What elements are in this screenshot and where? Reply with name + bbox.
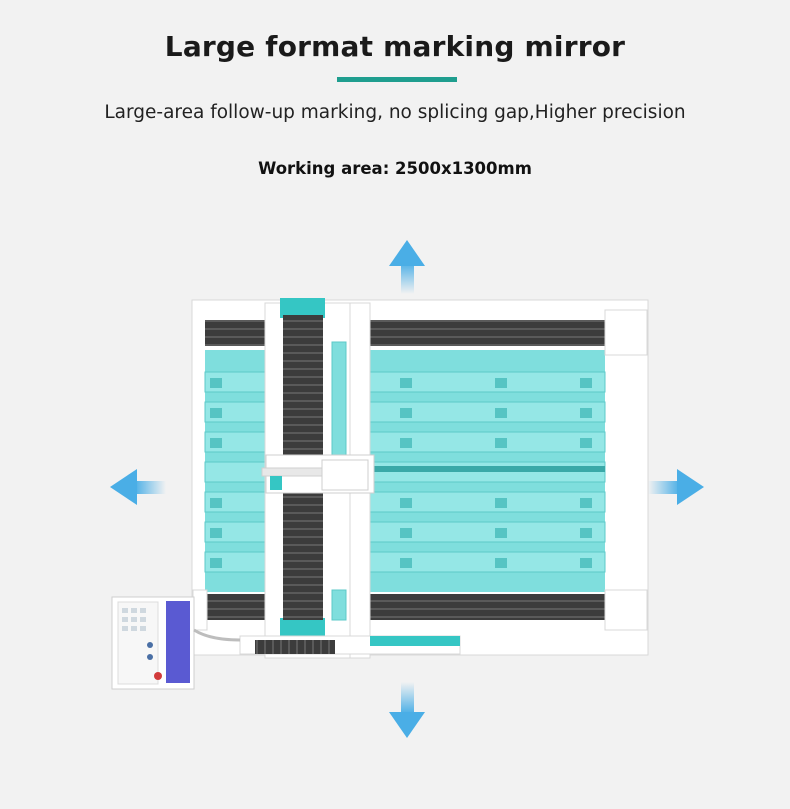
arrow-up-icon	[389, 240, 425, 294]
machine-frame	[191, 299, 649, 656]
arrow-down-icon	[389, 682, 425, 738]
gantry	[261, 298, 375, 659]
arrow-right-icon	[648, 469, 704, 505]
drive-rail	[239, 635, 461, 655]
page-subtitle: Large-area follow-up marking, no splicin…	[104, 102, 686, 123]
page-title: Large format marking mirror	[164, 30, 626, 63]
working-area-label: Working area: 2500x1300mm	[258, 159, 532, 178]
title-underline	[337, 77, 457, 82]
arrow-left-icon	[110, 469, 166, 505]
control-panel	[111, 596, 241, 690]
